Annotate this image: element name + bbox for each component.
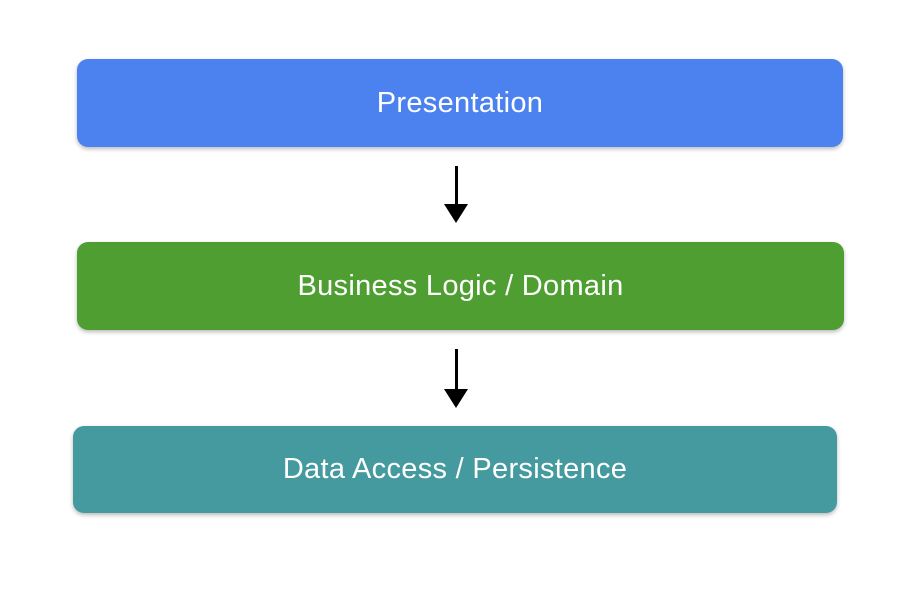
- arrow-head: [444, 389, 468, 408]
- layer-label-presentation: Presentation: [376, 86, 544, 119]
- down-arrow-icon: [444, 166, 468, 223]
- layer-box-business-logic: Business Logic / Domain: [77, 242, 844, 330]
- layer-label-business-logic: Business Logic / Domain: [297, 269, 624, 302]
- arrow-stem: [454, 349, 458, 389]
- down-arrow-icon: [444, 349, 468, 408]
- layer-box-presentation: Presentation: [77, 59, 843, 147]
- arrow-head: [444, 204, 468, 223]
- layer-box-data-access: Data Access / Persistence: [73, 426, 837, 513]
- arrow-stem: [454, 166, 458, 204]
- layer-label-data-access: Data Access / Persistence: [282, 453, 628, 485]
